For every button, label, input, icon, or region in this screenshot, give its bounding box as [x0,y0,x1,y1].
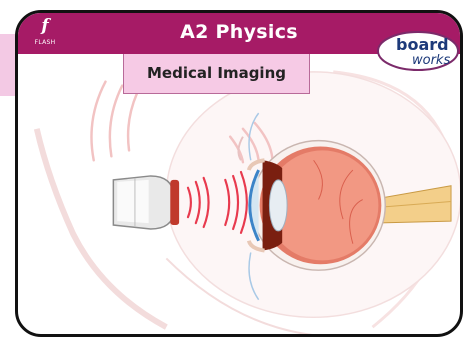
subtitle-panel: Medical Imaging [123,54,310,94]
boardworks-logo[interactable]: board works [376,29,460,72]
slide-frame: f FLASH A2 Physics Medical Imaging board… [15,10,463,337]
logo-word-board: board [396,35,449,54]
subtitle: Medical Imaging [147,64,286,82]
ultrasound-probe [113,176,179,229]
logo-word-works: works [412,53,450,68]
